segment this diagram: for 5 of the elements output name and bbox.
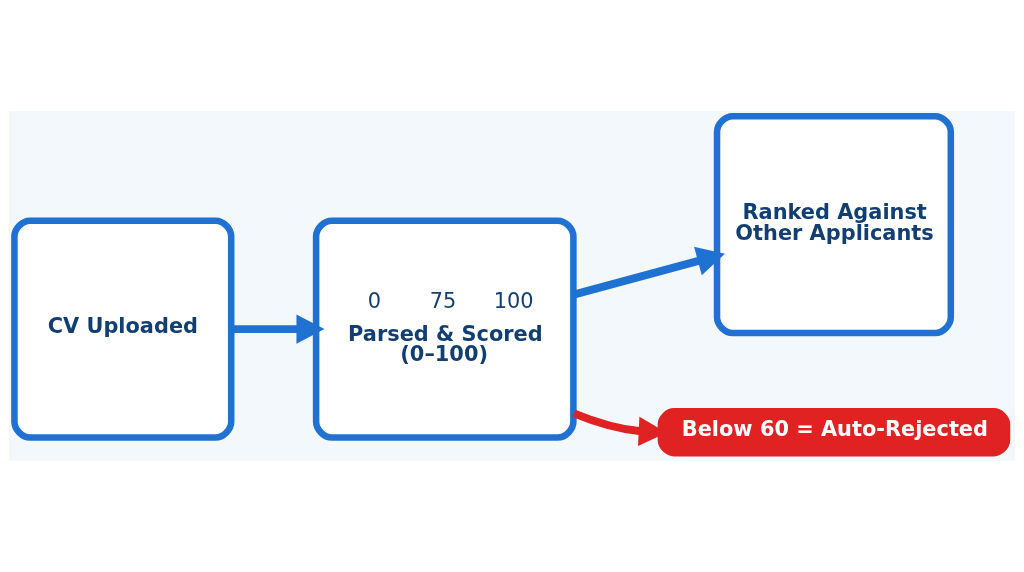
- node-box: CV Uploaded: [11, 217, 235, 441]
- arrow: [231, 314, 325, 344]
- node-box: Ranked Against Other Applicants: [713, 112, 955, 337]
- node-box: Below 60 = Auto-Rejected: [657, 408, 1011, 457]
- node-box: 0 75 100 Parsed & Scored (0–100): [312, 217, 577, 441]
